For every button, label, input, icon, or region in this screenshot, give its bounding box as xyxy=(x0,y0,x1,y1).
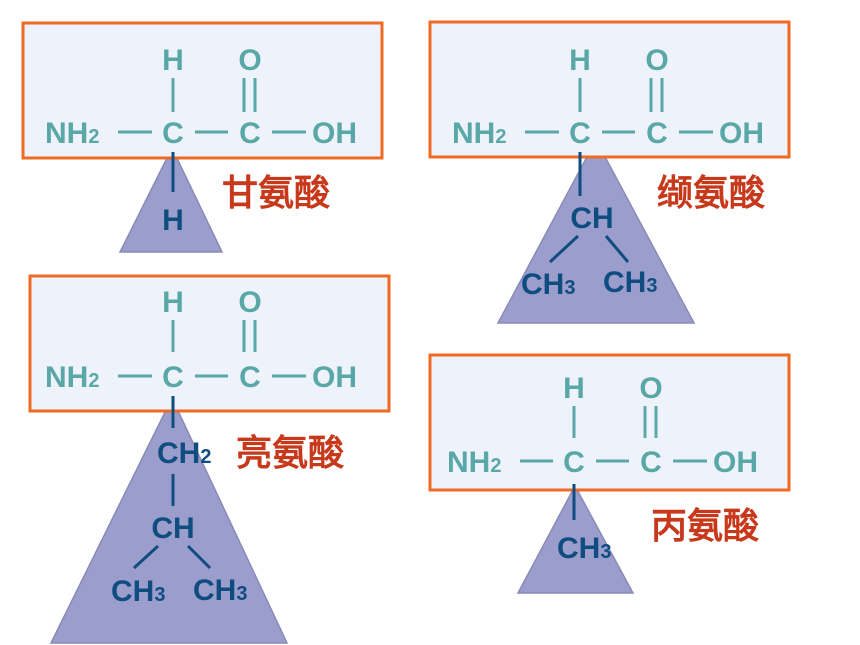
valine-panel: H O NH2 C C OH CH CH3 CH3 缬氨酸 xyxy=(428,20,791,324)
amino-group: NH2 xyxy=(447,446,501,479)
amino-group: NH2 xyxy=(45,117,99,150)
alpha-hydrogen: H xyxy=(563,372,585,405)
amino-group: NH2 xyxy=(452,117,506,150)
subscript-digit: 3 xyxy=(154,584,165,606)
side-chain-ch: CH xyxy=(570,202,613,235)
hydroxyl-group: OH xyxy=(713,446,758,479)
side-chain-ch3-left: CH3 xyxy=(111,575,165,608)
subscript-digit: 3 xyxy=(646,275,657,297)
glycine-side-chain-triangle xyxy=(118,146,224,253)
alanine-structure-box xyxy=(428,353,791,492)
side-chain-ch3: CH3 xyxy=(557,532,611,565)
alpha-carbon: C xyxy=(569,117,591,150)
branch-bond-left xyxy=(548,234,580,264)
subscript-digit: 3 xyxy=(564,277,575,299)
leucine-panel: H O NH2 C C OH CH2 CH CH3 CH3 亮氨酸 xyxy=(28,274,391,644)
carbonyl-oxygen: O xyxy=(238,44,261,77)
side-chain-ch: CH xyxy=(151,512,194,545)
alpha-hydrogen: H xyxy=(569,44,591,77)
valine-name: 缬氨酸 xyxy=(657,173,765,214)
amino-group: NH2 xyxy=(45,361,99,394)
subscript-digit: 3 xyxy=(236,583,247,605)
carbonyl-oxygen: O xyxy=(238,286,261,319)
hydroxyl-group: OH xyxy=(312,117,357,150)
subscript-digit: 2 xyxy=(200,446,211,468)
leucine-name: 亮氨酸 xyxy=(236,433,344,474)
carbonyl-oxygen: O xyxy=(639,372,662,405)
side-chain-ch3-right: CH3 xyxy=(603,266,657,299)
alanine-panel: H O NH2 C C OH CH3 丙氨酸 xyxy=(428,353,791,594)
subscript-digit: 3 xyxy=(600,541,611,563)
valine-side-chain-triangle xyxy=(496,138,696,324)
side-chain-ch3-left: CH3 xyxy=(521,268,575,301)
subscript-digit: 2 xyxy=(88,126,99,148)
alanine-side-chain-triangle xyxy=(516,484,635,594)
glycine-name: 甘氨酸 xyxy=(222,173,330,214)
side-chain-ch2: CH2 xyxy=(157,437,211,470)
alpha-hydrogen: H xyxy=(162,44,184,77)
glycine-structure-box xyxy=(21,21,384,160)
alpha-carbon: C xyxy=(162,117,184,150)
subscript-digit: 2 xyxy=(88,370,99,392)
carbonyl-oxygen: O xyxy=(645,44,668,77)
alpha-carbon: C xyxy=(162,361,184,394)
hydroxyl-group: OH xyxy=(312,361,357,394)
alpha-carbon: C xyxy=(563,446,585,479)
branch-bond-right xyxy=(604,235,630,263)
carboxyl-carbon: C xyxy=(239,117,261,150)
alpha-hydrogen: H xyxy=(162,286,184,319)
branch-bond-right xyxy=(186,544,212,570)
carboxyl-carbon: C xyxy=(239,361,261,394)
branch-bond-left xyxy=(132,544,160,570)
valine-structure-box xyxy=(428,20,791,159)
leucine-structure-box xyxy=(28,274,391,413)
hydroxyl-group: OH xyxy=(719,117,764,150)
alanine-name: 丙氨酸 xyxy=(651,506,759,547)
carboxyl-carbon: C xyxy=(646,117,668,150)
side-chain-ch3-right: CH3 xyxy=(193,574,247,607)
subscript-digit: 2 xyxy=(490,455,501,477)
leucine-side-chain-triangle xyxy=(49,396,289,644)
carboxyl-carbon: C xyxy=(640,446,662,479)
subscript-digit: 2 xyxy=(495,126,506,148)
side-chain-h: H xyxy=(162,204,184,237)
glycine-panel: H O NH2 C C OH H 甘氨酸 xyxy=(21,21,384,253)
